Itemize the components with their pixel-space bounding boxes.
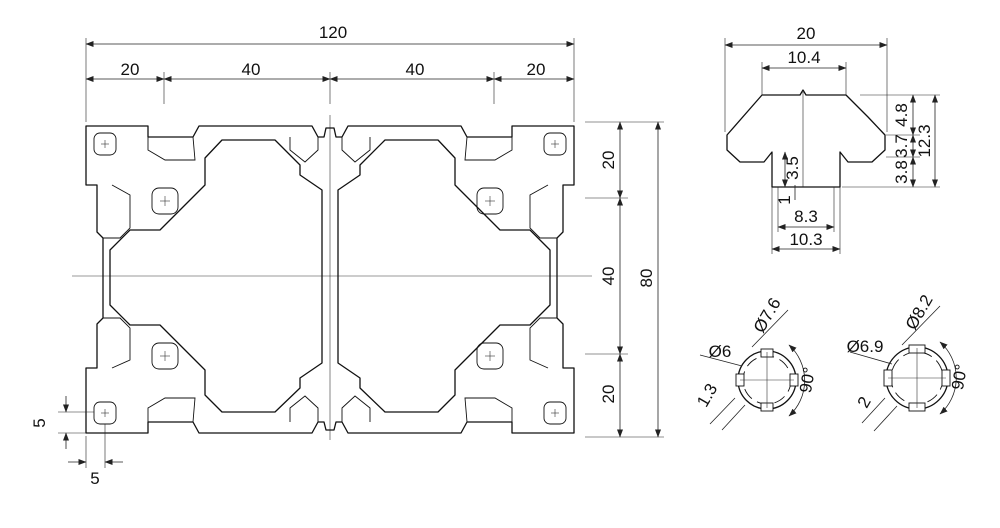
core-b-d-outer: Ø8.2 <box>902 292 937 333</box>
slot-dim-outer-w: 10.3 <box>789 230 822 249</box>
core-bore-upper-right <box>476 187 504 215</box>
right-dimensions <box>585 121 664 438</box>
slot-dim-top: 20 <box>797 24 816 43</box>
dim-right-seg-3: 20 <box>599 385 618 404</box>
slot-flange-top-left <box>147 136 196 161</box>
dim-right-seg-1: 20 <box>599 151 618 170</box>
slot-dim-neck-h: 3.5 <box>783 156 802 180</box>
core-a-d-outer: Ø7.6 <box>750 295 785 336</box>
slot-dim-neck-small: 1 <box>775 195 794 204</box>
dim-seg-4: 20 <box>527 60 546 79</box>
slot-flange-left-top <box>103 184 131 239</box>
corner-bore-top-right <box>543 132 567 156</box>
corner-bore-top-left <box>93 132 117 156</box>
dim-slot-width: 5 <box>90 469 99 488</box>
core-a-angle: 90° <box>796 366 819 395</box>
core-b-angle: 90° <box>948 363 971 392</box>
dim-seg-2: 40 <box>242 60 261 79</box>
slot-dim-h-top: 4.8 <box>892 103 911 127</box>
slot-flange-top-center <box>289 137 371 163</box>
slot-dim-opening: 10.4 <box>787 48 820 67</box>
left-cavity <box>109 139 323 413</box>
core-b-d-inner: Ø6.9 <box>847 337 884 356</box>
core-bore-upper-left <box>151 187 179 215</box>
dim-overall-height: 80 <box>637 269 656 288</box>
slot-flange-right-bottom <box>529 317 557 369</box>
slot-small-dimensions <box>58 396 123 468</box>
core-bore-lower-right <box>476 342 504 370</box>
slot-flange-bottom-right <box>464 397 513 423</box>
slot-flange-bottom-center <box>289 395 371 422</box>
dim-seg-1: 20 <box>121 60 140 79</box>
core-detail-a <box>699 309 806 431</box>
dim-slot-height: 5 <box>30 418 49 427</box>
corner-bore-bottom-right <box>543 401 567 425</box>
core-b-slot: 2 <box>854 393 875 411</box>
dim-right-seg-2: 40 <box>599 267 618 286</box>
slot-flange-bottom-left <box>147 397 196 423</box>
slot-dim-h-mid: 3.7 <box>892 134 911 158</box>
front-view: 120 20 40 40 20 20 40 20 80 <box>30 23 664 488</box>
profile-outline <box>85 125 575 434</box>
top-dimensions <box>85 38 575 122</box>
core-a-d-inner: Ø6 <box>709 342 732 361</box>
core-bore-lower-left <box>151 342 179 370</box>
core-detail-b <box>849 305 957 432</box>
slot-dim-h-bot: 3.8 <box>892 160 911 184</box>
slot-detail-view <box>724 38 940 254</box>
slot-detail-profile <box>726 89 886 188</box>
dim-overall-width: 120 <box>319 23 347 42</box>
slot-dim-h-total: 12.3 <box>915 124 934 157</box>
dim-seg-3: 40 <box>406 60 425 79</box>
core-a-slot: 1.3 <box>693 380 721 410</box>
slot-dim-inner-w: 8.3 <box>794 207 818 226</box>
slot-flange-top-right <box>464 136 513 161</box>
right-cavity <box>337 139 551 413</box>
corner-bore-bottom-left <box>93 401 117 425</box>
slot-flange-left-bottom <box>103 317 131 369</box>
slot-flange-right-top <box>529 184 557 239</box>
